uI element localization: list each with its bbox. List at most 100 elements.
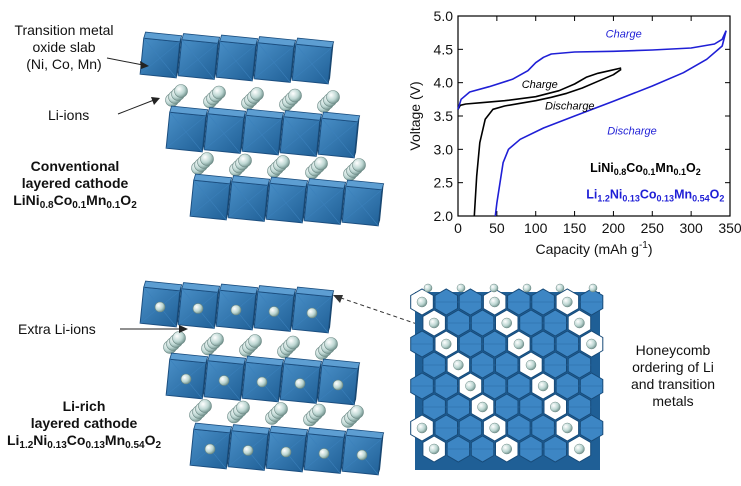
li-ion [204, 443, 216, 455]
formula-part: 0.13 [622, 194, 640, 204]
li-ion [306, 307, 318, 319]
octahedron-side [264, 179, 270, 222]
series-conv_charge [457, 67, 622, 110]
li-ion [562, 422, 573, 434]
y-tick-label: 2.0 [434, 208, 454, 224]
li-ion [326, 90, 340, 104]
octahedron-edge [139, 41, 181, 75]
li-ion [236, 400, 250, 415]
li-ion [256, 376, 268, 388]
octahedron-top [257, 285, 297, 296]
li-rich-caption: Li-rich layered cathode Li1.2Ni0.13Co0.1… [0, 398, 168, 454]
honeycomb-caption-line3: and transition [630, 376, 716, 392]
conventional-caption-line1: Conventional [30, 158, 120, 174]
conventional-formula: LiNi0.8Co0.1Mn0.1O2 [13, 192, 137, 211]
octahedron-side [316, 114, 322, 157]
li-ion [453, 359, 464, 371]
li-ion [212, 85, 226, 100]
legend-li-rich: Li1.2Ni0.13Co0.13Mn0.54O2 [586, 188, 724, 204]
x-tick-label: 100 [524, 220, 548, 236]
li-rich-caption-line2: layered cathode [30, 415, 138, 431]
li-ion [210, 332, 224, 347]
li-ion [465, 380, 476, 392]
y-tick-label: 4.5 [434, 41, 454, 57]
octahedron-side [302, 180, 308, 223]
x-tick-label: 300 [679, 220, 703, 236]
octahedron-side [354, 362, 360, 405]
li-ion [268, 306, 280, 317]
li-ion [416, 296, 428, 308]
li-ion [352, 158, 366, 172]
formula-part: Co [626, 161, 643, 175]
li-ion [586, 338, 597, 350]
honeycomb-dashed-arrow [333, 295, 418, 325]
li-ion [230, 304, 242, 316]
li-ion [288, 88, 302, 103]
legend-conventional: LiNi0.8Co0.1Mn0.1O2 [590, 161, 701, 177]
li-ion [332, 379, 344, 391]
octahedron-side [240, 111, 246, 154]
li-ion [324, 337, 338, 351]
x-axis-label-end: ) [648, 241, 653, 257]
octahedron-edge [265, 186, 307, 220]
octahedron-side [290, 40, 296, 83]
honeycomb-caption: Honeycomb ordering of Li and transition … [608, 342, 738, 410]
li-ion [350, 405, 364, 419]
li-ion [549, 401, 561, 413]
formula-part: Co [640, 188, 657, 202]
octahedron-edge [303, 188, 345, 221]
formula-part: 0.1 [673, 167, 686, 177]
li-ion [477, 401, 488, 413]
octahedron-edge [253, 46, 295, 79]
li-ion [555, 283, 565, 293]
y-tick-label: 4.0 [434, 75, 454, 91]
octahedron-side [354, 115, 360, 158]
octahedron-side [252, 38, 258, 81]
li-ion [513, 338, 525, 350]
octahedron-side [340, 182, 346, 225]
octahedron-side [328, 290, 334, 333]
x-tick-label: 350 [718, 220, 741, 236]
y-tick-label: 3.5 [434, 108, 454, 124]
formula-part: 0.1 [643, 167, 656, 177]
octahedron-edge [177, 43, 219, 76]
octahedron-side [278, 359, 284, 402]
series-rich_discharge [494, 30, 727, 217]
y-tick-label: 2.5 [434, 175, 454, 191]
li-ion [574, 443, 585, 455]
formula-part: 2 [719, 194, 724, 204]
li-ion [456, 283, 466, 293]
li-ion [314, 156, 328, 171]
octahedron-side [328, 41, 334, 84]
li-ion [180, 373, 192, 385]
annotation-discharge-blue: Discharge [607, 126, 657, 138]
li-ion [280, 446, 292, 458]
octahedron-edge [227, 185, 269, 218]
octahedron-side [214, 286, 220, 329]
li-ion [423, 283, 433, 293]
series-rich_charge [457, 30, 727, 110]
li-ion [312, 403, 326, 418]
li-ion [276, 155, 290, 169]
li-ion [242, 445, 254, 456]
octahedron-side [302, 429, 308, 472]
octahedron-edge [165, 115, 207, 149]
octahedron-side [290, 289, 296, 332]
li-rich-formula: Li1.2Ni0.13Co0.13Mn0.54O2 [6, 432, 162, 451]
octahedron-top [245, 355, 285, 367]
x-axis-label: Capacity (mAh g-1) [535, 240, 652, 257]
chart-series [457, 30, 727, 217]
li-ion [525, 359, 537, 371]
li-ion [574, 317, 585, 329]
octahedron-top [207, 354, 247, 365]
octahedron-top [143, 280, 183, 292]
y-tick-label: 3.0 [434, 141, 454, 157]
li-ion [562, 296, 573, 308]
li-ion [440, 338, 452, 350]
octahedron-edge [203, 117, 245, 150]
octahedron-edge [291, 47, 333, 81]
x-tick-label: 200 [602, 220, 626, 236]
li-ion [286, 335, 300, 350]
